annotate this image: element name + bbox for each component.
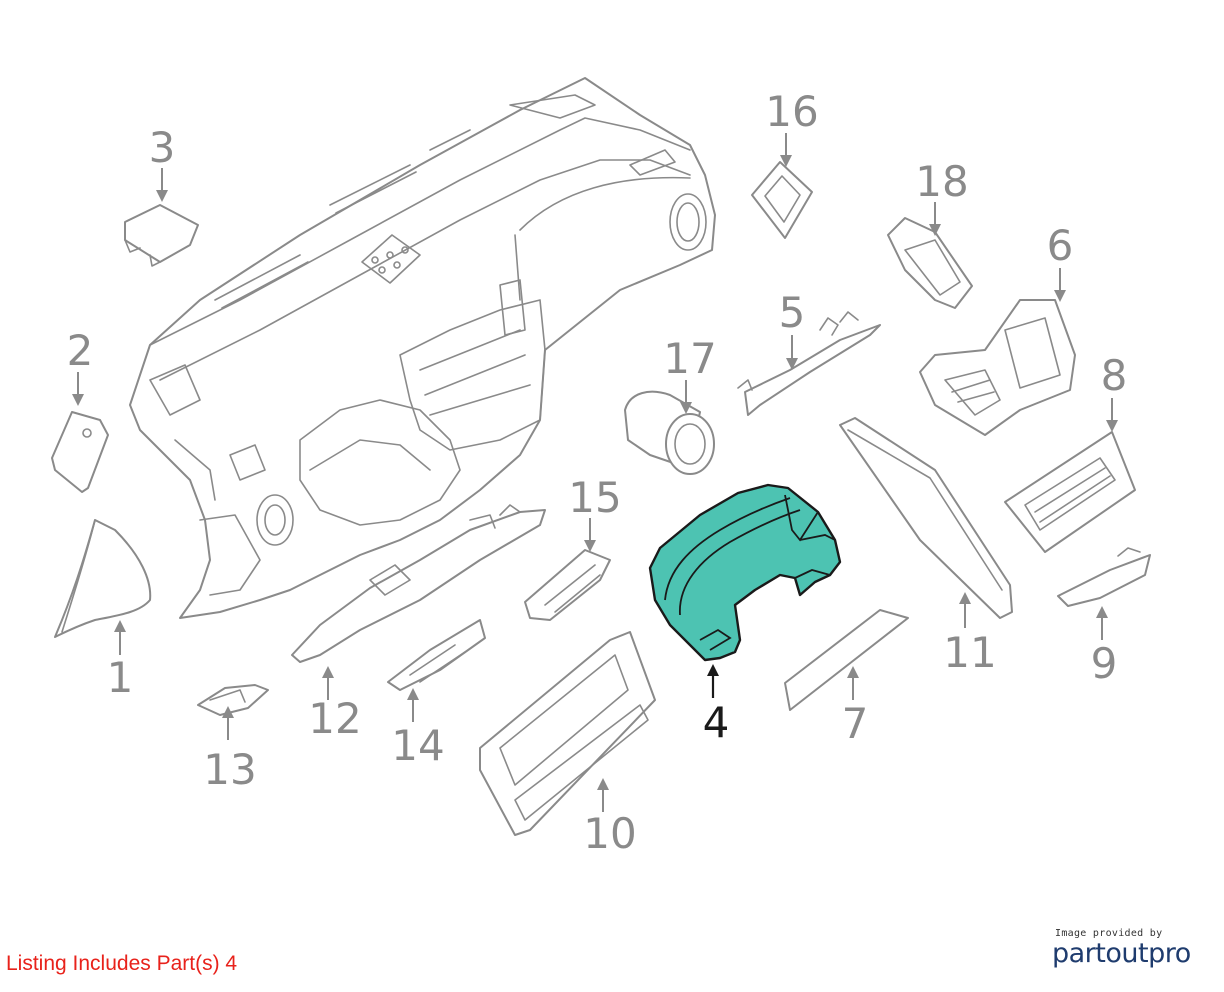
callout-2-label: 2 [67,326,94,375]
part-16-side-vent[interactable] [751,161,813,239]
callout-16-label: 16 [765,87,818,136]
callout-14: 14 [391,688,445,770]
listing-includes-text: Listing Includes Part(s) 4 [6,952,238,975]
part-6-center-vent-frame[interactable] [919,299,1076,436]
callout-7-label: 7 [842,699,869,748]
credit-caption: Image provided by [1055,928,1163,939]
callout-10: 10 [583,778,637,858]
callout-11-label: 11 [943,628,996,677]
part-9-finisher[interactable] [1057,547,1151,607]
callout-10-label: 10 [583,809,636,858]
callout-4-label: 4 [703,698,730,747]
callout-7: 7 [842,666,869,748]
part-7-trim-panel[interactable] [784,609,909,711]
callout-17-label: 17 [663,334,716,383]
callout-15: 15 [568,473,622,552]
callout-1: 1 [107,620,134,702]
part-17-round-vent[interactable] [624,390,715,475]
callout-3-label: 3 [149,123,176,172]
part-1-end-cover[interactable] [54,519,152,638]
callout-18-label: 18 [915,157,968,206]
callout-16: 16 [765,87,819,167]
image-credit: Image provided by partoutpro [1052,928,1212,969]
callout-12-label: 12 [308,694,361,743]
callout-17: 17 [663,334,717,414]
part-3-cap[interactable] [124,204,199,267]
callout-12: 12 [308,666,362,743]
callout-13: 13 [203,706,257,794]
part-12-reinforcement-bracket[interactable] [291,504,546,663]
part-18-side-vent-duct[interactable] [887,217,973,309]
callout-13-label: 13 [203,745,256,794]
part-14-bracket[interactable] [387,619,486,691]
dashboard-assembly [129,77,716,619]
partoutpro-logo: partoutpro [1052,938,1191,969]
callout-11: 11 [943,592,997,677]
part-11-glass-panel[interactable] [839,417,1013,619]
callout-2: 2 [67,326,94,406]
part-8-vent-bezel[interactable] [1004,431,1136,553]
part-5-trim-strip[interactable] [737,311,881,416]
part-4-cluster-hood[interactable] [648,483,842,662]
callout-5: 5 [779,288,806,370]
callout-9: 9 [1091,606,1118,688]
part-13-clip[interactable] [197,684,269,716]
callout-8: 8 [1101,351,1128,432]
callout-14-label: 14 [391,721,444,770]
callout-15-label: 15 [568,473,621,522]
callout-4: 4 [703,664,730,747]
callout-5-label: 5 [779,288,806,337]
callout-8-label: 8 [1101,351,1128,400]
part-15-bracket[interactable] [524,549,611,621]
callout-1-label: 1 [107,653,134,702]
callout-9-label: 9 [1091,639,1118,688]
callout-3: 3 [149,123,176,202]
callout-18: 18 [915,157,969,236]
callout-6-label: 6 [1047,221,1074,270]
callout-6: 6 [1047,221,1074,302]
part-10-display-bezel[interactable] [479,631,656,836]
part-2-side-panel[interactable] [51,411,109,493]
